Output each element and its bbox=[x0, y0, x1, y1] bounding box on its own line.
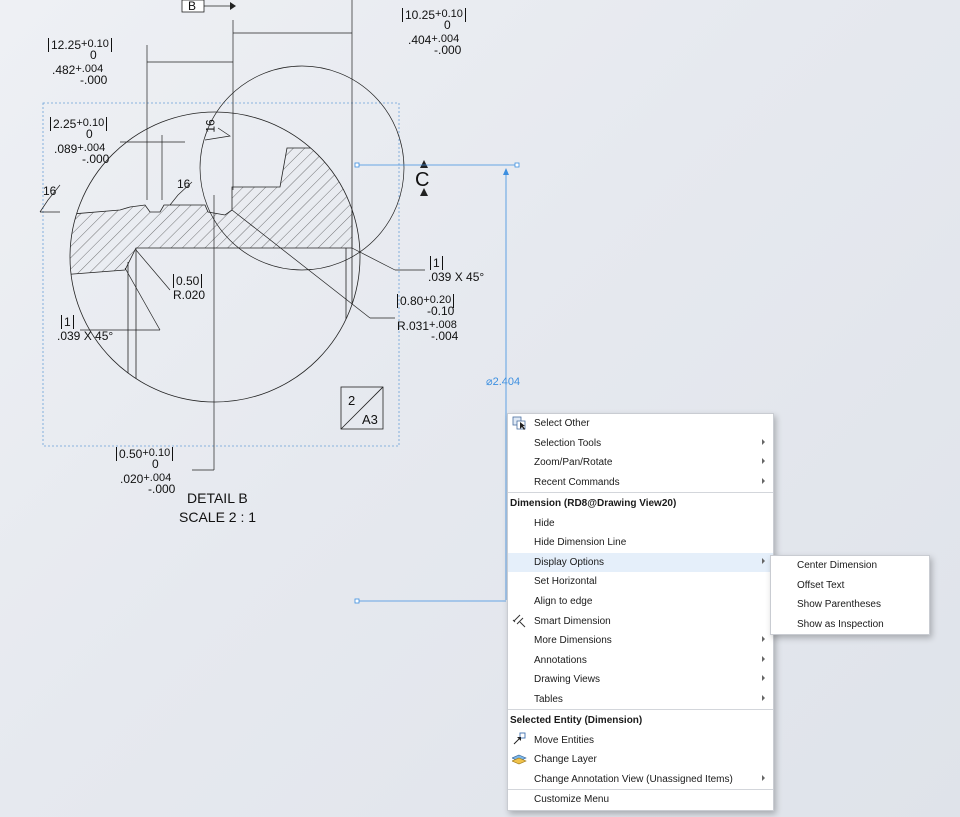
submenu-item-show-parentheses[interactable]: Show Parentheses bbox=[797, 599, 881, 611]
part-section bbox=[70, 147, 353, 400]
menu-item-zoom-pan-rotate[interactable]: Zoom/Pan/Rotate bbox=[508, 453, 773, 473]
layers-icon bbox=[512, 754, 527, 765]
menu-item-drawing-views[interactable]: Drawing Views bbox=[508, 670, 773, 690]
dimension-d2[interactable]: 12.25+0.10 0 .482+.004 -.000 bbox=[48, 38, 112, 86]
menu-item-recent-commands[interactable]: Recent Commands bbox=[508, 473, 773, 493]
menu-item-smart-dimension[interactable]: Smart Dimension bbox=[508, 611, 773, 631]
submenu-item-offset-text[interactable]: Offset Text bbox=[797, 579, 845, 591]
display-options-submenu: Center Dimension Offset Text Show Parent… bbox=[770, 555, 930, 636]
chamfer-left-label[interactable]: 1 .039 X 45° bbox=[57, 315, 114, 343]
chevron-right-icon bbox=[762, 675, 765, 682]
context-menu: Select Other Selection Tools Zoom/Pan/Ro… bbox=[507, 413, 774, 811]
chevron-right-icon bbox=[762, 458, 765, 465]
view-tag-bottom: A3 bbox=[362, 412, 378, 427]
chevron-right-icon bbox=[762, 774, 765, 781]
radius-inner-label[interactable]: 0.50 R.020 bbox=[173, 274, 206, 302]
dimension-d5[interactable]: 0.80+0.20 -0.10 R.031+.008 -.004 bbox=[397, 294, 459, 343]
menu-item-more-dimensions[interactable]: More Dimensions bbox=[508, 631, 773, 651]
menu-item-change-layer[interactable]: Change Layer bbox=[508, 750, 773, 770]
menu-item-customize-menu[interactable]: Customize Menu bbox=[534, 794, 610, 806]
menu-item-select-other[interactable]: Select Other bbox=[508, 414, 773, 434]
view-tag-top: 2 bbox=[348, 393, 356, 408]
submenu-item-show-as-inspection[interactable]: Show as Inspection bbox=[797, 619, 884, 631]
menu-item-set-horizontal[interactable]: Set Horizontal bbox=[534, 576, 597, 588]
finish-mark-1: 16 bbox=[43, 184, 57, 198]
detail-title: DETAIL B bbox=[187, 490, 248, 506]
chevron-right-icon bbox=[762, 635, 765, 642]
menu-item-tables[interactable]: Tables bbox=[508, 690, 773, 710]
smart-dimension-icon bbox=[512, 614, 526, 628]
view-boundary bbox=[42, 102, 400, 447]
menu-item-hide-dimension-line[interactable]: Hide Dimension Line bbox=[534, 537, 627, 549]
diameter-dimension-label[interactable]: ⌀2.404 bbox=[486, 376, 521, 388]
chevron-right-icon bbox=[762, 477, 765, 484]
detail-scale: SCALE 2 : 1 bbox=[179, 509, 257, 525]
finish-mark-3: 16 bbox=[203, 119, 218, 133]
menu-item-hide[interactable]: Hide bbox=[534, 517, 555, 529]
chevron-right-icon bbox=[762, 694, 765, 701]
menu-item-align-to-edge[interactable]: Align to edge bbox=[534, 596, 593, 608]
menu-item-change-annotation-view[interactable]: Change Annotation View (Unassigned Items… bbox=[508, 770, 773, 790]
chevron-right-icon bbox=[762, 557, 765, 564]
menu-item-selection-tools[interactable]: Selection Tools bbox=[508, 434, 773, 454]
dimension-d1[interactable]: 10.25+0.10 0 .404+.004 -.000 bbox=[402, 8, 466, 56]
section-letter: C bbox=[415, 169, 430, 191]
chevron-right-icon bbox=[762, 438, 765, 445]
callout-circle bbox=[199, 65, 405, 271]
menu-header-dimension: Dimension (RD8@Drawing View20) bbox=[508, 492, 773, 513]
selected-dimension bbox=[354, 162, 520, 604]
move-entities-icon bbox=[513, 732, 526, 745]
select-other-icon bbox=[512, 416, 526, 430]
finish-mark-2: 16 bbox=[177, 177, 191, 191]
menu-item-move-entities[interactable]: Move Entities bbox=[508, 730, 773, 750]
chamfer-right-label[interactable]: 1 .039 X 45° bbox=[428, 256, 485, 284]
dimension-d3[interactable]: 2.25+0.10 0 .089+.004 -.000 bbox=[50, 117, 109, 165]
menu-item-display-options[interactable]: Display Options bbox=[508, 552, 773, 573]
submenu-item-center-dimension[interactable]: Center Dimension bbox=[797, 560, 878, 572]
dimension-d4[interactable]: 0.50+0.10 0 .020+.004 -.000 bbox=[116, 447, 175, 495]
chevron-right-icon bbox=[762, 655, 765, 662]
menu-header-selected-entity: Selected Entity (Dimension) bbox=[508, 709, 773, 730]
menu-item-annotations[interactable]: Annotations bbox=[508, 651, 773, 671]
callout-b-label: B bbox=[188, 0, 197, 13]
